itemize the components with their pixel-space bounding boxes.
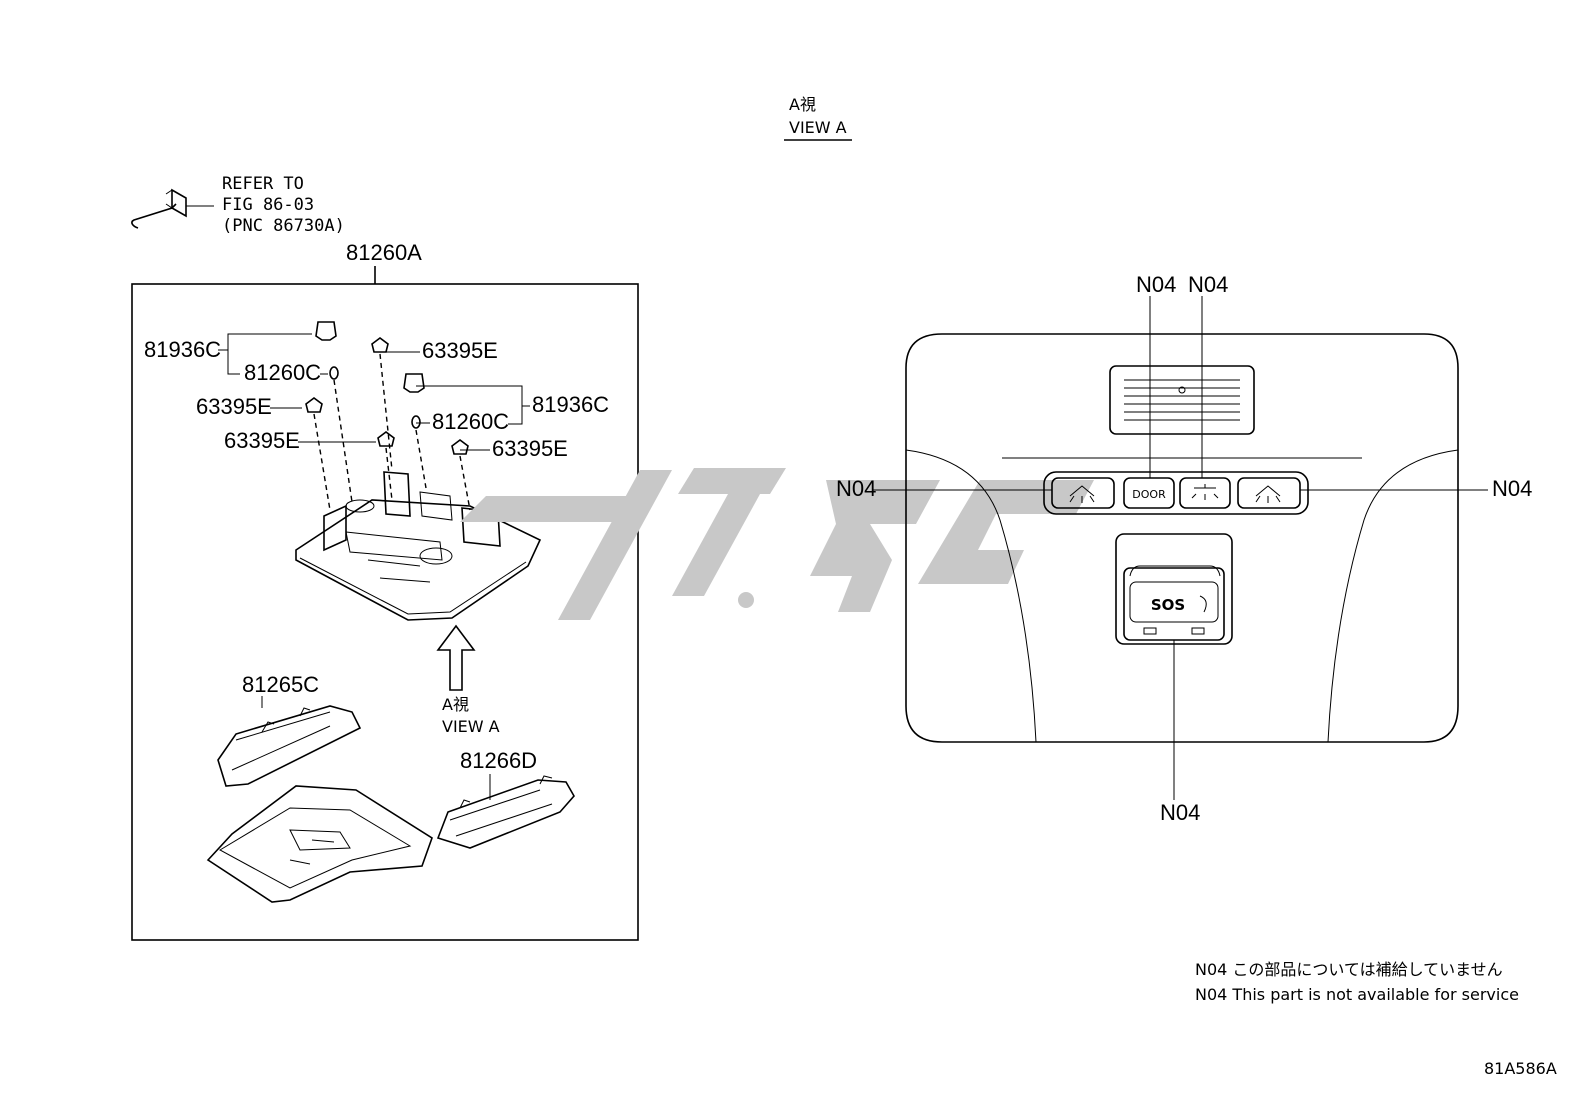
clip-icons xyxy=(305,321,469,455)
bottom-cover xyxy=(206,785,433,903)
view-a-header-en: VIEW A xyxy=(789,118,847,137)
arrow-label-en: VIEW A xyxy=(442,717,500,736)
wire-harness-icon xyxy=(131,188,214,229)
refer-line2: FIG 86-03 xyxy=(222,195,314,215)
figure-code: 81A586A xyxy=(1484,1059,1557,1078)
part-label-81266d: 81266D xyxy=(460,748,537,773)
microphone-grille xyxy=(1109,365,1255,435)
footnote-jp: N04 この部品については補給していません xyxy=(1195,960,1503,979)
assembly-part-label: 81260A xyxy=(346,240,422,265)
n04-label-top-right: N04 xyxy=(1188,272,1228,297)
part-label-63395e-mid: 63395E xyxy=(224,428,300,453)
n04-label-bottom: N04 xyxy=(1160,800,1200,825)
part-label-63395e-top: 63395E xyxy=(422,338,498,363)
arrow-label-jp: A視 xyxy=(442,695,469,714)
sos-phone-icon xyxy=(1199,595,1207,613)
part-label-81265c: 81265C xyxy=(242,672,319,697)
part-label-81936c-left: 81936C xyxy=(144,337,221,362)
map-light-right-button[interactable] xyxy=(1237,477,1301,509)
n04-label-right: N04 xyxy=(1492,476,1532,501)
sos-button-label: SOS xyxy=(1151,596,1185,614)
part-label-81260c-left: 81260C xyxy=(244,360,321,385)
part-label-63395e-right: 63395E xyxy=(492,436,568,461)
refer-line3: (PNC 86730A) xyxy=(222,216,345,236)
footnote-en: N04 This part is not available for servi… xyxy=(1195,985,1519,1004)
door-button-label: DOOR xyxy=(1132,488,1166,501)
assembly-frame xyxy=(131,283,639,941)
lens-81266d xyxy=(436,775,575,849)
door-button[interactable]: DOOR xyxy=(1123,477,1175,509)
dashed-guides xyxy=(313,353,471,511)
lens-81265c xyxy=(217,705,362,787)
view-a-arrow xyxy=(436,624,476,691)
sos-button[interactable]: SOS xyxy=(1129,581,1219,623)
n04-label-top-left: N04 xyxy=(1136,272,1176,297)
view-a-header-jp: A視 xyxy=(789,95,816,114)
n04-label-left: N04 xyxy=(836,476,876,501)
part-label-63395e-left: 63395E xyxy=(196,394,272,419)
map-light-left-button[interactable] xyxy=(1051,477,1115,509)
dome-lamp-housing xyxy=(295,471,542,621)
sos-module xyxy=(1115,533,1233,645)
room-light-button[interactable] xyxy=(1179,477,1231,509)
watermark-logo xyxy=(460,468,1094,620)
console-outline xyxy=(905,333,1459,743)
refer-line1: REFER TO xyxy=(222,174,304,194)
part-label-81936c-right: 81936C xyxy=(532,392,609,417)
button-strip xyxy=(1043,471,1309,515)
part-label-81260c-right: 81260C xyxy=(432,409,509,434)
n04-leaders xyxy=(872,296,1488,800)
part-leaders xyxy=(218,333,530,800)
